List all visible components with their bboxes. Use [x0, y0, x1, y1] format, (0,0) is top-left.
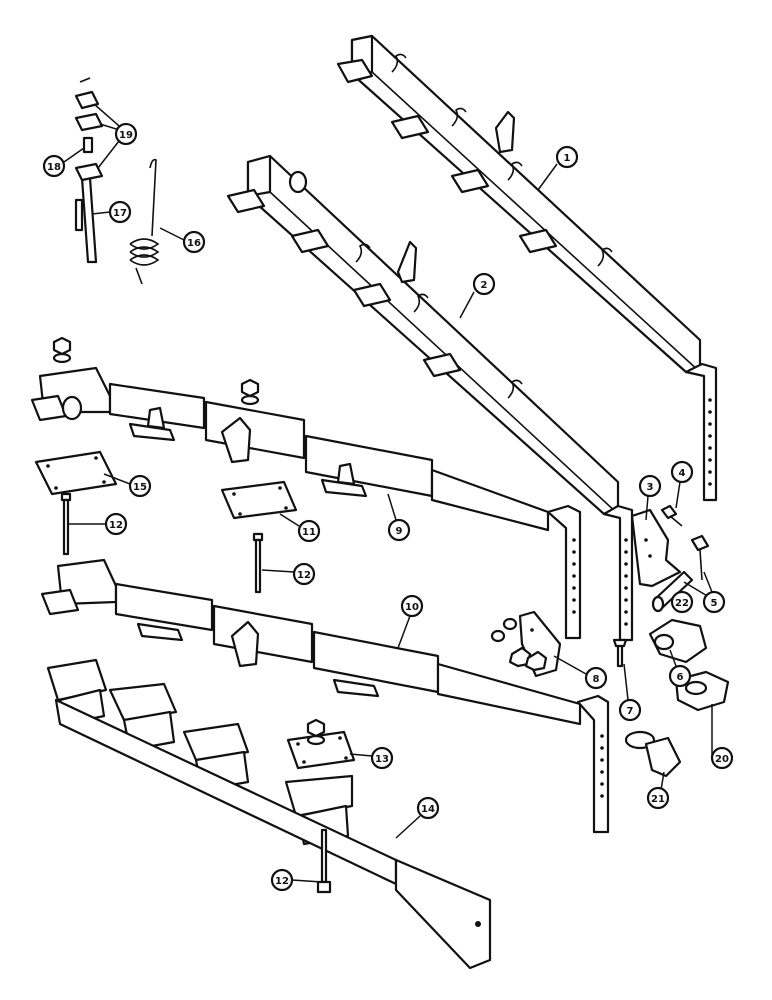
- bracket-3: [630, 508, 682, 588]
- bolt-12-a: [60, 492, 72, 556]
- callout-12-c: 12: [270, 868, 294, 892]
- callout-label: 11: [302, 527, 316, 538]
- frame-beam-1: [336, 34, 718, 502]
- frame-beam-14: [46, 658, 492, 970]
- callout-label: 12: [109, 520, 123, 531]
- callout-12-a: 12: [104, 512, 128, 536]
- callout-17: 17: [108, 200, 132, 224]
- callout-11: 11: [297, 519, 321, 543]
- frame-beam-10: [40, 558, 610, 834]
- pin-22: [651, 570, 694, 613]
- callout-label: 2: [481, 280, 488, 291]
- callout-2: 2: [472, 272, 496, 296]
- callout-label: 13: [375, 754, 389, 765]
- spring-16: [129, 158, 160, 285]
- callout-19: 19: [114, 122, 138, 146]
- callout-8: 8: [584, 666, 608, 690]
- callout-label: 5: [711, 598, 718, 609]
- callout-18: 18: [42, 154, 66, 178]
- callout-3: 3: [638, 474, 662, 498]
- link-17: [74, 176, 98, 264]
- callout-7: 7: [618, 698, 642, 722]
- plate-15: [34, 450, 118, 496]
- callout-label: 15: [133, 482, 147, 493]
- callout-9: 9: [387, 518, 411, 542]
- bolt-12-c: [316, 828, 332, 894]
- plate-8: [490, 610, 562, 678]
- callout-label: 4: [679, 468, 686, 479]
- callout-15: 15: [128, 474, 152, 498]
- callout-label: 6: [677, 672, 684, 683]
- callout-1: 1: [555, 145, 579, 169]
- callout-label: 19: [119, 130, 133, 141]
- nut-set: [52, 336, 326, 746]
- callout-6: 6: [668, 664, 692, 688]
- callout-label: 16: [187, 238, 201, 249]
- plate-13: [286, 730, 356, 770]
- clip-18-19: [74, 77, 104, 182]
- bolt-7: [612, 638, 628, 668]
- callout-label: 17: [113, 208, 127, 219]
- callout-label: 7: [627, 706, 634, 717]
- callout-label: 18: [47, 162, 61, 173]
- plate-11: [220, 480, 298, 520]
- frame-beam-2: [226, 154, 634, 642]
- callout-label: 12: [275, 876, 289, 887]
- callout-label: 20: [715, 754, 729, 765]
- clevis-6: [648, 618, 708, 664]
- frame-beam-9: [30, 366, 582, 640]
- callout-label: 22: [675, 598, 689, 609]
- callout-20: 20: [710, 746, 734, 770]
- callout-label: 10: [405, 602, 419, 613]
- callout-10: 10: [400, 594, 424, 618]
- callout-16: 16: [182, 230, 206, 254]
- bolt-5: [690, 534, 710, 581]
- bolt-4: [660, 504, 683, 527]
- callout-5: 5: [702, 590, 726, 614]
- callout-label: 8: [593, 674, 600, 685]
- callout-22: 22: [670, 590, 694, 614]
- callout-label: 9: [396, 526, 403, 537]
- callout-label: 1: [564, 153, 571, 164]
- callout-label: 3: [647, 482, 654, 493]
- callout-label: 21: [651, 794, 665, 805]
- rod-end-21: [624, 730, 682, 778]
- callout-label: 12: [297, 570, 311, 581]
- callout-12-b: 12: [292, 562, 316, 586]
- callout-label: 14: [421, 804, 435, 815]
- callout-13: 13: [370, 746, 394, 770]
- callout-21: 21: [646, 786, 670, 810]
- bolt-12-b: [252, 532, 264, 594]
- callout-4: 4: [670, 460, 694, 484]
- callout-14: 14: [416, 796, 440, 820]
